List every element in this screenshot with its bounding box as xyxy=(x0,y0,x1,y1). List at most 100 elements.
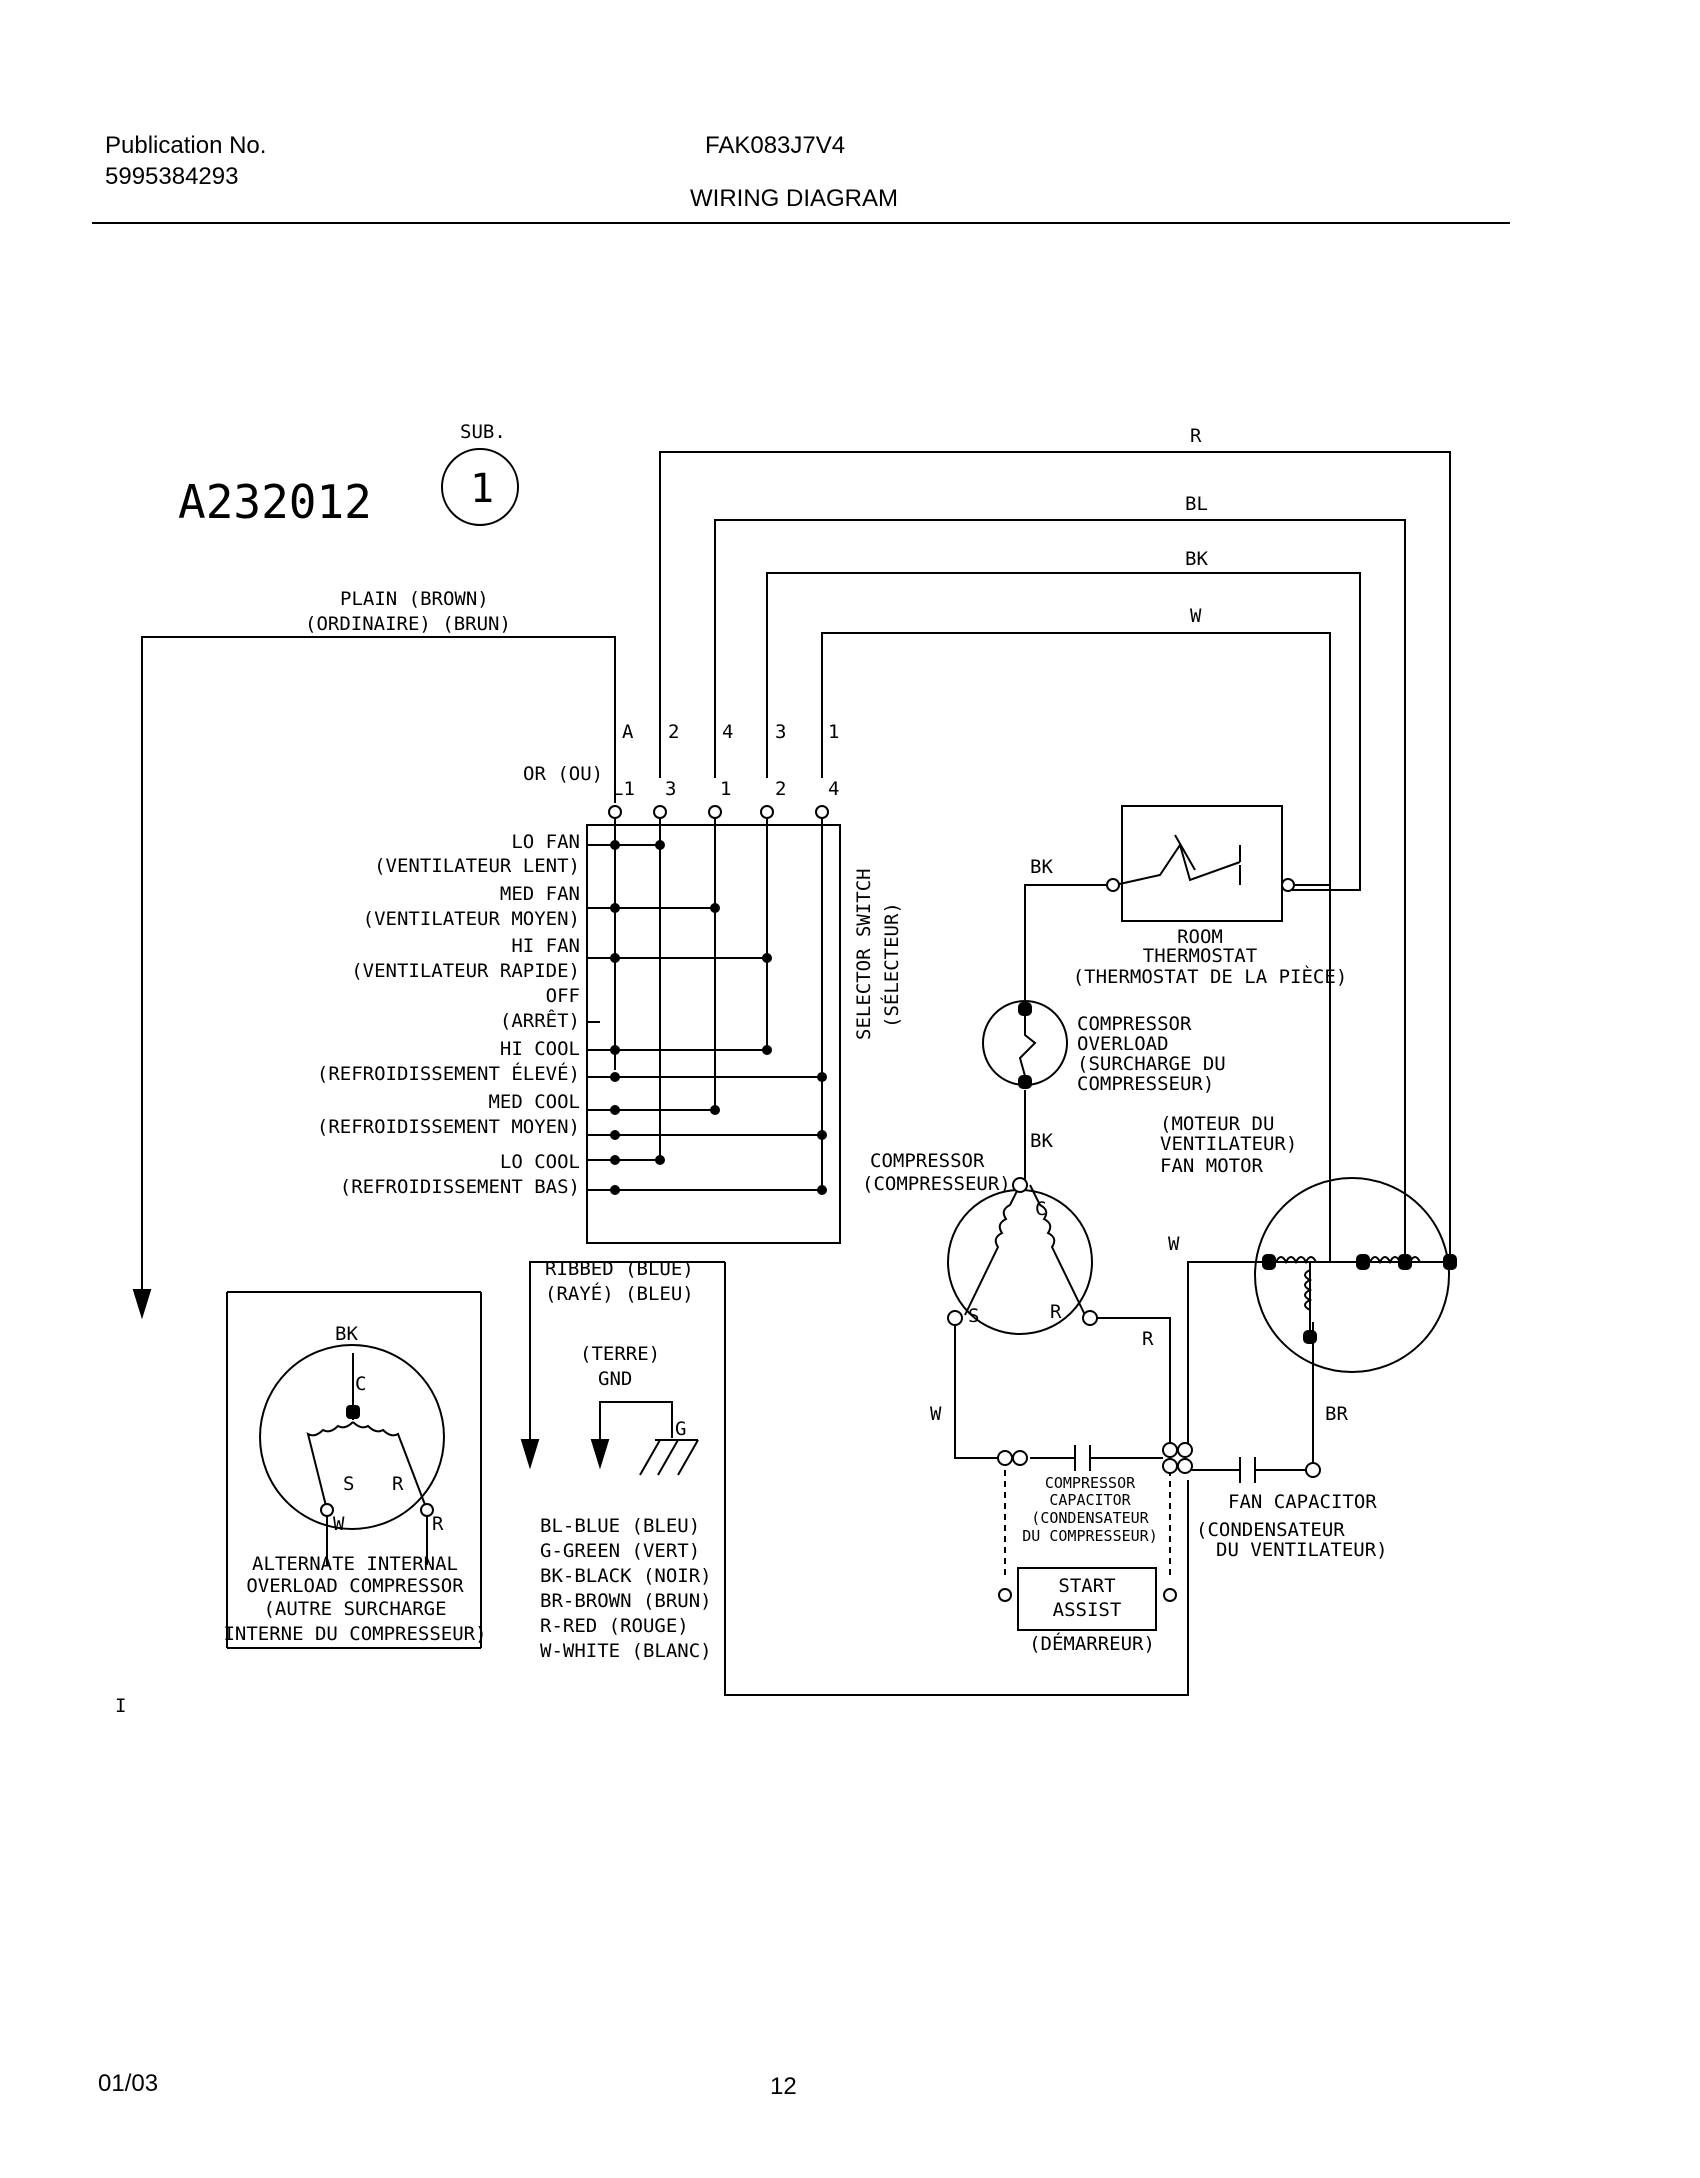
wire-label-r: R xyxy=(1190,425,1202,447)
wire-black xyxy=(766,572,1361,891)
selector-position-label: LO FAN xyxy=(511,831,580,853)
selector-position-label: (VENTILATEUR LENT) xyxy=(374,855,580,877)
wire-plain xyxy=(141,636,616,1290)
room-thermostat-box xyxy=(1121,805,1283,922)
overload-wire-label: BK xyxy=(1030,1130,1053,1152)
alternate-overload-box xyxy=(226,1291,482,1649)
alt-terminal-w: W xyxy=(333,1513,345,1535)
wire-label-w: W xyxy=(1190,605,1202,627)
selector-position-label: (ARRÊT) xyxy=(500,1009,580,1032)
fan-capacitor-label: DU VENTILATEUR) xyxy=(1216,1539,1388,1561)
selector-position-label: LO COOL xyxy=(500,1151,580,1173)
comp-wire-w: W xyxy=(930,1403,942,1425)
or-label: OR (OU) xyxy=(523,763,603,785)
switch-top-label: A xyxy=(622,721,634,743)
page-title: WIRING DIAGRAM xyxy=(690,185,898,212)
alternate-label: (AUTRE SURCHARGE xyxy=(263,1598,446,1620)
fan-capacitor-label: (CONDENSATEUR xyxy=(1196,1519,1345,1541)
compressor-terminal-s: S xyxy=(968,1305,979,1327)
selector-position-label: (REFROIDISSEMENT BAS) xyxy=(340,1176,580,1198)
selector-position-label: (VENTILATEUR MOYEN) xyxy=(363,908,580,930)
start-assist-box xyxy=(1017,1567,1157,1631)
legend-item: BL-BLUE (BLEU) xyxy=(540,1515,700,1537)
selector-position-label: MED FAN xyxy=(500,883,580,905)
switch-top-label: 1 xyxy=(828,721,839,743)
fan-wire-br: BR xyxy=(1325,1403,1348,1425)
alternate-label: INTERNE DU COMPRESSEUR) xyxy=(223,1623,486,1645)
comp-capacitor-label: COMPRESSOR xyxy=(1045,1474,1136,1492)
alt-terminal-c: C xyxy=(355,1373,366,1395)
selector-switch-label-fr: (SÉLECTEUR) xyxy=(880,902,903,1028)
start-assist-label-fr: (DÉMARREUR) xyxy=(1029,1632,1155,1655)
part-number: A232012 xyxy=(178,475,372,529)
comp-capacitor-label: DU COMPRESSEUR) xyxy=(1022,1527,1157,1545)
plain-label-2: (ORDINAIRE) (BRUN) xyxy=(305,613,511,635)
compressor-label: COMPRESSOR xyxy=(870,1150,985,1172)
fan-motor-label: (MOTEUR DU xyxy=(1160,1113,1274,1135)
ribbed-label: (RAYÉ) (BLEU) xyxy=(545,1282,694,1305)
selector-position-label: (REFROIDISSEMENT MOYEN) xyxy=(317,1116,580,1138)
switch-terminal-label: 3 xyxy=(665,778,676,800)
ground-arrow-left xyxy=(132,1289,152,1320)
page-number: 12 xyxy=(770,2073,797,2100)
selector-position-label: (VENTILATEUR RAPIDE) xyxy=(351,960,580,982)
publication-number: 5995384293 xyxy=(105,163,239,190)
ground-arrow-ribbed xyxy=(520,1439,540,1470)
selector-position-label: MED COOL xyxy=(488,1091,580,1113)
alt-terminal-r: R xyxy=(392,1473,404,1495)
ground-label-fr: (TERRE) xyxy=(580,1343,660,1365)
start-assist-label: ASSIST xyxy=(1053,1599,1122,1621)
compressor-label: (COMPRESSEUR) xyxy=(862,1173,1011,1195)
switch-top-label: 2 xyxy=(668,721,679,743)
fan-capacitor-label: FAN CAPACITOR xyxy=(1228,1491,1377,1513)
comp-capacitor-label: (CONDENSATEUR xyxy=(1031,1509,1149,1527)
alternate-label: OVERLOAD COMPRESSOR xyxy=(246,1575,464,1597)
switch-top-labels: A 2 4 3 1 xyxy=(622,721,839,743)
legend-item: BR-BROWN (BRUN) xyxy=(540,1590,712,1612)
ribbed-label: RIBBED (BLUE) xyxy=(545,1258,694,1280)
wire-red xyxy=(659,451,1451,1262)
stray-mark: I xyxy=(115,1695,126,1717)
switch-terminal-label: L1 xyxy=(612,778,635,800)
legend-item: BK-BLACK (NOIR) xyxy=(540,1565,712,1587)
ground-arrow-gnd xyxy=(590,1439,610,1470)
fan-wire-w: W xyxy=(1168,1233,1180,1255)
switch-terminal-label: 2 xyxy=(775,778,786,800)
plain-label-1: PLAIN (BROWN) xyxy=(340,588,489,610)
selector-position-label: HI COOL xyxy=(500,1038,580,1060)
thermostat-label: ROOM xyxy=(1177,926,1223,948)
overload-label: COMPRESSOR xyxy=(1077,1013,1192,1035)
thermostat-label: THERMOSTAT xyxy=(1143,945,1257,967)
overload-label: OVERLOAD xyxy=(1077,1033,1169,1055)
selector-switch-box xyxy=(586,824,841,1244)
wire-blue xyxy=(714,519,1406,1262)
sub-circle xyxy=(441,448,519,526)
comp-wire-r: R xyxy=(1142,1328,1154,1350)
publication-label: Publication No. xyxy=(105,132,267,159)
footer-date: 01/03 xyxy=(98,2070,159,2097)
legend-item: G-GREEN (VERT) xyxy=(540,1540,700,1562)
wire-label-bk: BK xyxy=(1185,548,1208,570)
wire-color-legend: BL-BLUE (BLEU) G-GREEN (VERT) BK-BLACK (… xyxy=(540,1515,712,1662)
fan-motor-circle xyxy=(1254,1177,1450,1373)
ground-label-en: GND xyxy=(598,1368,632,1390)
switch-top-label: 4 xyxy=(722,721,733,743)
legend-item: W-WHITE (BLANC) xyxy=(540,1640,712,1662)
ground-label-g: G xyxy=(675,1418,686,1440)
selector-position-labels: LO FAN (VENTILATEUR LENT) MED FAN (VENTI… xyxy=(317,831,580,1198)
alt-terminal-rr: R xyxy=(432,1513,444,1535)
header-rule xyxy=(92,222,1510,224)
alternate-label: ALTERNATE INTERNAL xyxy=(252,1553,458,1575)
selector-switch-label: SELECTOR SWITCH xyxy=(853,868,875,1040)
selector-position-label: (REFROIDISSEMENT ÉLEVÉ) xyxy=(317,1062,580,1085)
thermostat-wire-label: BK xyxy=(1030,856,1053,878)
fan-motor-label: VENTILATEUR) xyxy=(1160,1133,1297,1155)
sub-label: SUB. xyxy=(460,421,506,443)
wire-white xyxy=(821,632,1331,1262)
legend-item: R-RED (ROUGE) xyxy=(540,1615,689,1637)
switch-terminal-label: 4 xyxy=(828,778,839,800)
alt-terminal-s: S xyxy=(343,1473,354,1495)
start-assist-label: START xyxy=(1058,1575,1115,1597)
overload-label: (SURCHARGE DU xyxy=(1077,1053,1226,1075)
